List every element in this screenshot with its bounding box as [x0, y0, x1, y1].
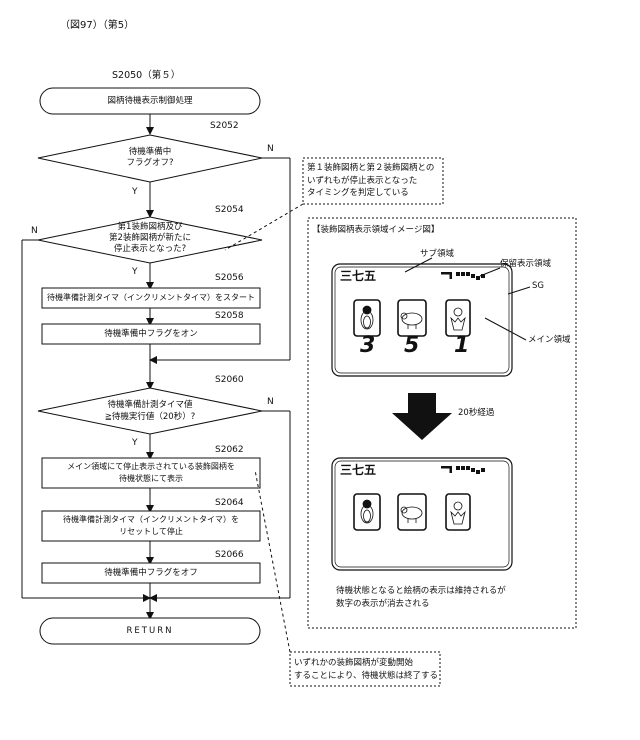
sub-area-text: 三七五	[340, 464, 376, 476]
process-s2058-text: 待機準備中フラグをオン	[44, 328, 258, 340]
hold-area-label: 保留表示領域	[500, 258, 551, 270]
digit-1: 3	[360, 334, 375, 358]
sub-area-label: サブ領域	[420, 248, 454, 260]
digit-3: 1	[454, 334, 469, 358]
hold-marks-icon	[441, 466, 485, 474]
yes-label: Y	[132, 266, 138, 278]
sg-label: SG	[532, 280, 544, 292]
process-s2062-text: メイン領域にて停止表示されている装飾図柄を 待機状態にて表示	[44, 461, 258, 485]
process-s2066-text: 待機準備中フラグをオフ	[44, 567, 258, 579]
elapsed-label: 20秒経過	[458, 407, 494, 419]
step-id-s2064: S2064	[215, 497, 244, 509]
step-id-s2066: S2066	[215, 549, 244, 561]
decision-s2054-text: 第1装飾図柄及び 第2装飾図柄が新たに 停止表示となった?	[60, 222, 240, 255]
note-top: 第１装飾図柄と第２装飾図柄との いずれもが停止表示となった タイミングを判定して…	[307, 162, 434, 200]
main-area-label: メイン領域	[528, 334, 571, 346]
step-id-s2054: S2054	[215, 204, 244, 216]
elapsed-arrow-icon	[392, 393, 452, 440]
sub-area-text: 三七五	[340, 270, 376, 282]
no-label: N	[267, 396, 274, 408]
step-id-s2062: S2062	[215, 444, 244, 456]
decision-s2060-text: 待機準備計測タイマ値 ≧待機実行値（20秒）?	[60, 399, 240, 423]
image-panel-title: 【装飾図柄表示領域イメージ図】	[312, 224, 439, 236]
process-s2064-text: 待機準備計測タイマ（インクリメントタイマ）を リセットして停止	[44, 514, 258, 538]
step-id-s2060: S2060	[215, 374, 244, 386]
end-label: RETURN	[42, 625, 258, 637]
digit-2: 5	[404, 334, 419, 358]
process-s2056-text: 待機準備計測タイマ（インクリメントタイマ）をスタート	[44, 292, 258, 304]
start-label: 図柄待機表示制御処理	[42, 95, 258, 107]
step-id-s2056: S2056	[215, 272, 244, 284]
step-id-s2058: S2058	[215, 310, 244, 322]
flow-title: S2050（第５）	[112, 70, 180, 82]
yes-label: Y	[132, 437, 138, 449]
hold-marks-icon	[441, 272, 485, 280]
note-bottom: いずれかの装飾図柄が変動開始 することにより、待機状態は終了する	[294, 657, 438, 683]
no-label: N	[267, 143, 274, 155]
decision-s2052-text: 待機準備中 フラグオフ?	[60, 147, 240, 169]
step-id-s2052: S2052	[210, 120, 239, 132]
no-label: N	[31, 225, 38, 237]
image-panel-footer: 待機状態となると絵柄の表示は維持されるが 数字の表示が消去される	[336, 585, 506, 611]
yes-label: Y	[132, 186, 138, 198]
